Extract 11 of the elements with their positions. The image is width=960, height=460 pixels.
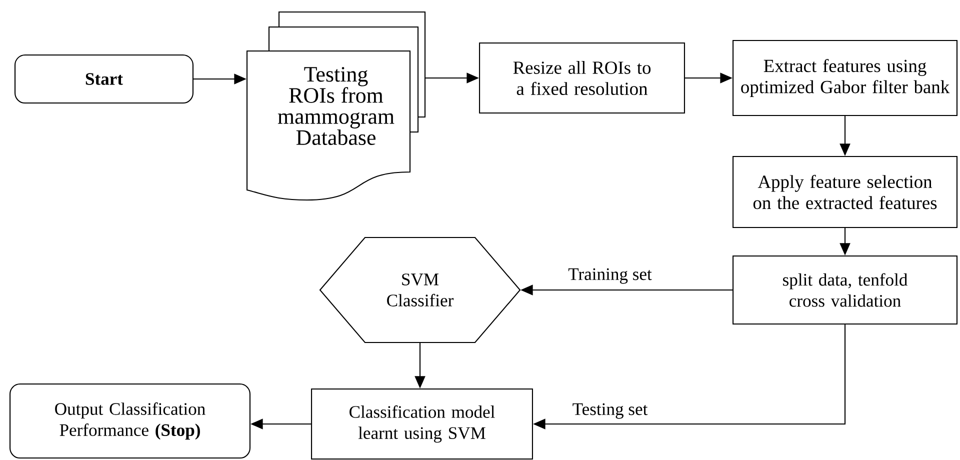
process-box: Resize all ROIs to a fixed resolution xyxy=(479,42,686,114)
terminal-box: Output Classification Performance (Stop) xyxy=(10,383,250,459)
preparation-hexagon: SVM Classifier xyxy=(319,236,521,344)
process-box: Apply feature selection on the extracted features xyxy=(732,156,958,228)
edge-label: Testing set xyxy=(570,402,650,420)
terminal-box: Start xyxy=(14,54,194,104)
process-box: Extract features using optimized Gabor filter bank xyxy=(732,40,958,116)
process-box: split data, tenfold cross validation xyxy=(732,255,958,325)
edge-label: Training set xyxy=(566,266,654,286)
document-stack: Testing ROIs from mammogram Database xyxy=(246,11,426,201)
process-box: Classification model learnt using SVM xyxy=(311,388,534,460)
